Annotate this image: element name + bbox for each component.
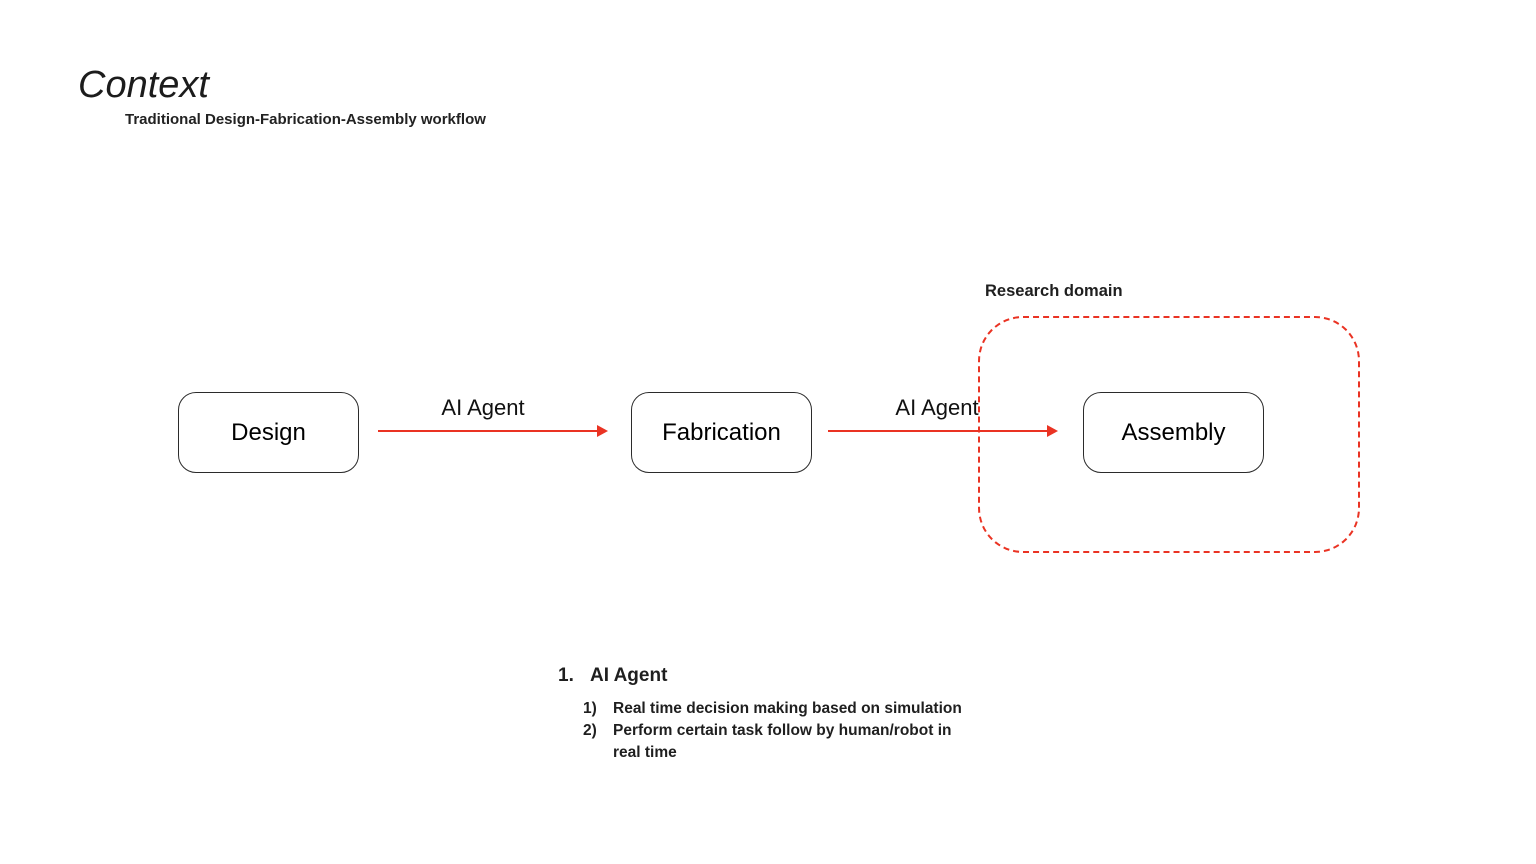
arrowhead-right-icon <box>1047 425 1058 437</box>
notes-sub-text: Perform certain task follow by human/rob… <box>613 722 952 761</box>
research-domain-label: Research domain <box>985 282 1123 300</box>
arrow-shaft <box>828 430 1049 432</box>
node-design: Design <box>178 392 359 473</box>
node-fabrication: Fabrication <box>631 392 812 473</box>
arrow-fabrication-assembly-label: AI Agent <box>895 395 979 420</box>
slide-subtitle: Traditional Design-Fabrication-Assembly … <box>125 111 486 128</box>
node-design-label: Design <box>231 418 306 446</box>
arrowhead-right-icon <box>597 425 608 437</box>
arrow-design-fabrication-label: AI Agent <box>441 395 525 420</box>
notes-sub-list: 1) Real time decision making based on si… <box>583 698 977 764</box>
notes-sub-number: 1) <box>583 700 597 717</box>
arrow-design-fabrication <box>378 425 608 437</box>
notes-main-item: 1. AI Agent <box>558 665 977 687</box>
notes-sub-number: 2) <box>583 722 597 739</box>
notes-main-number: 1. <box>558 665 574 686</box>
notes-sub-item: 2) Perform certain task follow by human/… <box>583 720 977 764</box>
notes-main-title: AI Agent <box>590 665 668 686</box>
slide-title: Context <box>78 64 209 106</box>
notes-list: 1. AI Agent 1) Real time decision making… <box>558 665 977 764</box>
node-fabrication-label: Fabrication <box>662 418 781 446</box>
node-assembly-label: Assembly <box>1121 418 1226 446</box>
arrow-shaft <box>378 430 599 432</box>
notes-sub-text: Real time decision making based on simul… <box>613 700 962 717</box>
node-assembly: Assembly <box>1083 392 1264 473</box>
notes-sub-item: 1) Real time decision making based on si… <box>583 698 977 720</box>
arrow-fabrication-assembly <box>828 425 1058 437</box>
